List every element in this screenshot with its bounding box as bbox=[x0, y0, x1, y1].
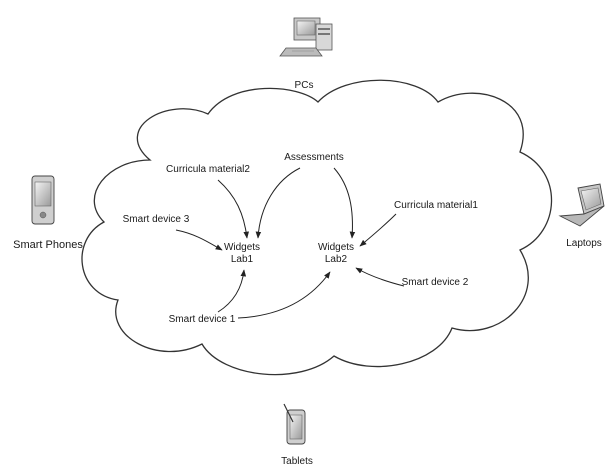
cloud-shape bbox=[81, 79, 553, 376]
laptop-icon bbox=[558, 183, 605, 227]
curricula-material2-label: Curricula material2 bbox=[166, 164, 250, 175]
laptops-label: Laptops bbox=[566, 238, 602, 249]
smart-device1-label: Smart device 1 bbox=[169, 314, 236, 325]
arrow-curricula1-to-lab2 bbox=[359, 213, 397, 247]
smart-phones-label: Smart Phones bbox=[13, 239, 83, 251]
pcs-label: PCs bbox=[295, 80, 314, 91]
widgets-lab2-title: Widgets bbox=[318, 242, 354, 253]
tablets-label: Tablets bbox=[281, 456, 313, 467]
arrow-assessments-to-lab2 bbox=[333, 167, 356, 239]
widgets-lab1-name: Lab1 bbox=[231, 254, 254, 265]
arrow-smartdevice1-to-lab1 bbox=[217, 269, 247, 313]
assessments-label: Assessments bbox=[284, 152, 343, 163]
smart-device3-label: Smart device 3 bbox=[123, 214, 190, 225]
curricula-material1-label: Curricula material1 bbox=[394, 200, 478, 211]
arrow-smartdevice3-to-lab1 bbox=[175, 229, 223, 251]
widgets-lab2-name: Lab2 bbox=[325, 254, 348, 265]
arrow-curricula2-to-lab1 bbox=[217, 179, 249, 239]
arrow-smartdevice2-to-lab2 bbox=[355, 267, 405, 287]
tablet-icon bbox=[283, 403, 306, 445]
arrow-smartdevice1-to-lab2 bbox=[237, 271, 331, 319]
arrow-assessments-to-lab1 bbox=[255, 167, 301, 239]
smart-device2-label: Smart device 2 bbox=[402, 277, 469, 288]
pc-icon bbox=[279, 17, 333, 57]
widgets-lab1-title: Widgets bbox=[224, 242, 260, 253]
smart-phone-icon bbox=[31, 175, 55, 225]
